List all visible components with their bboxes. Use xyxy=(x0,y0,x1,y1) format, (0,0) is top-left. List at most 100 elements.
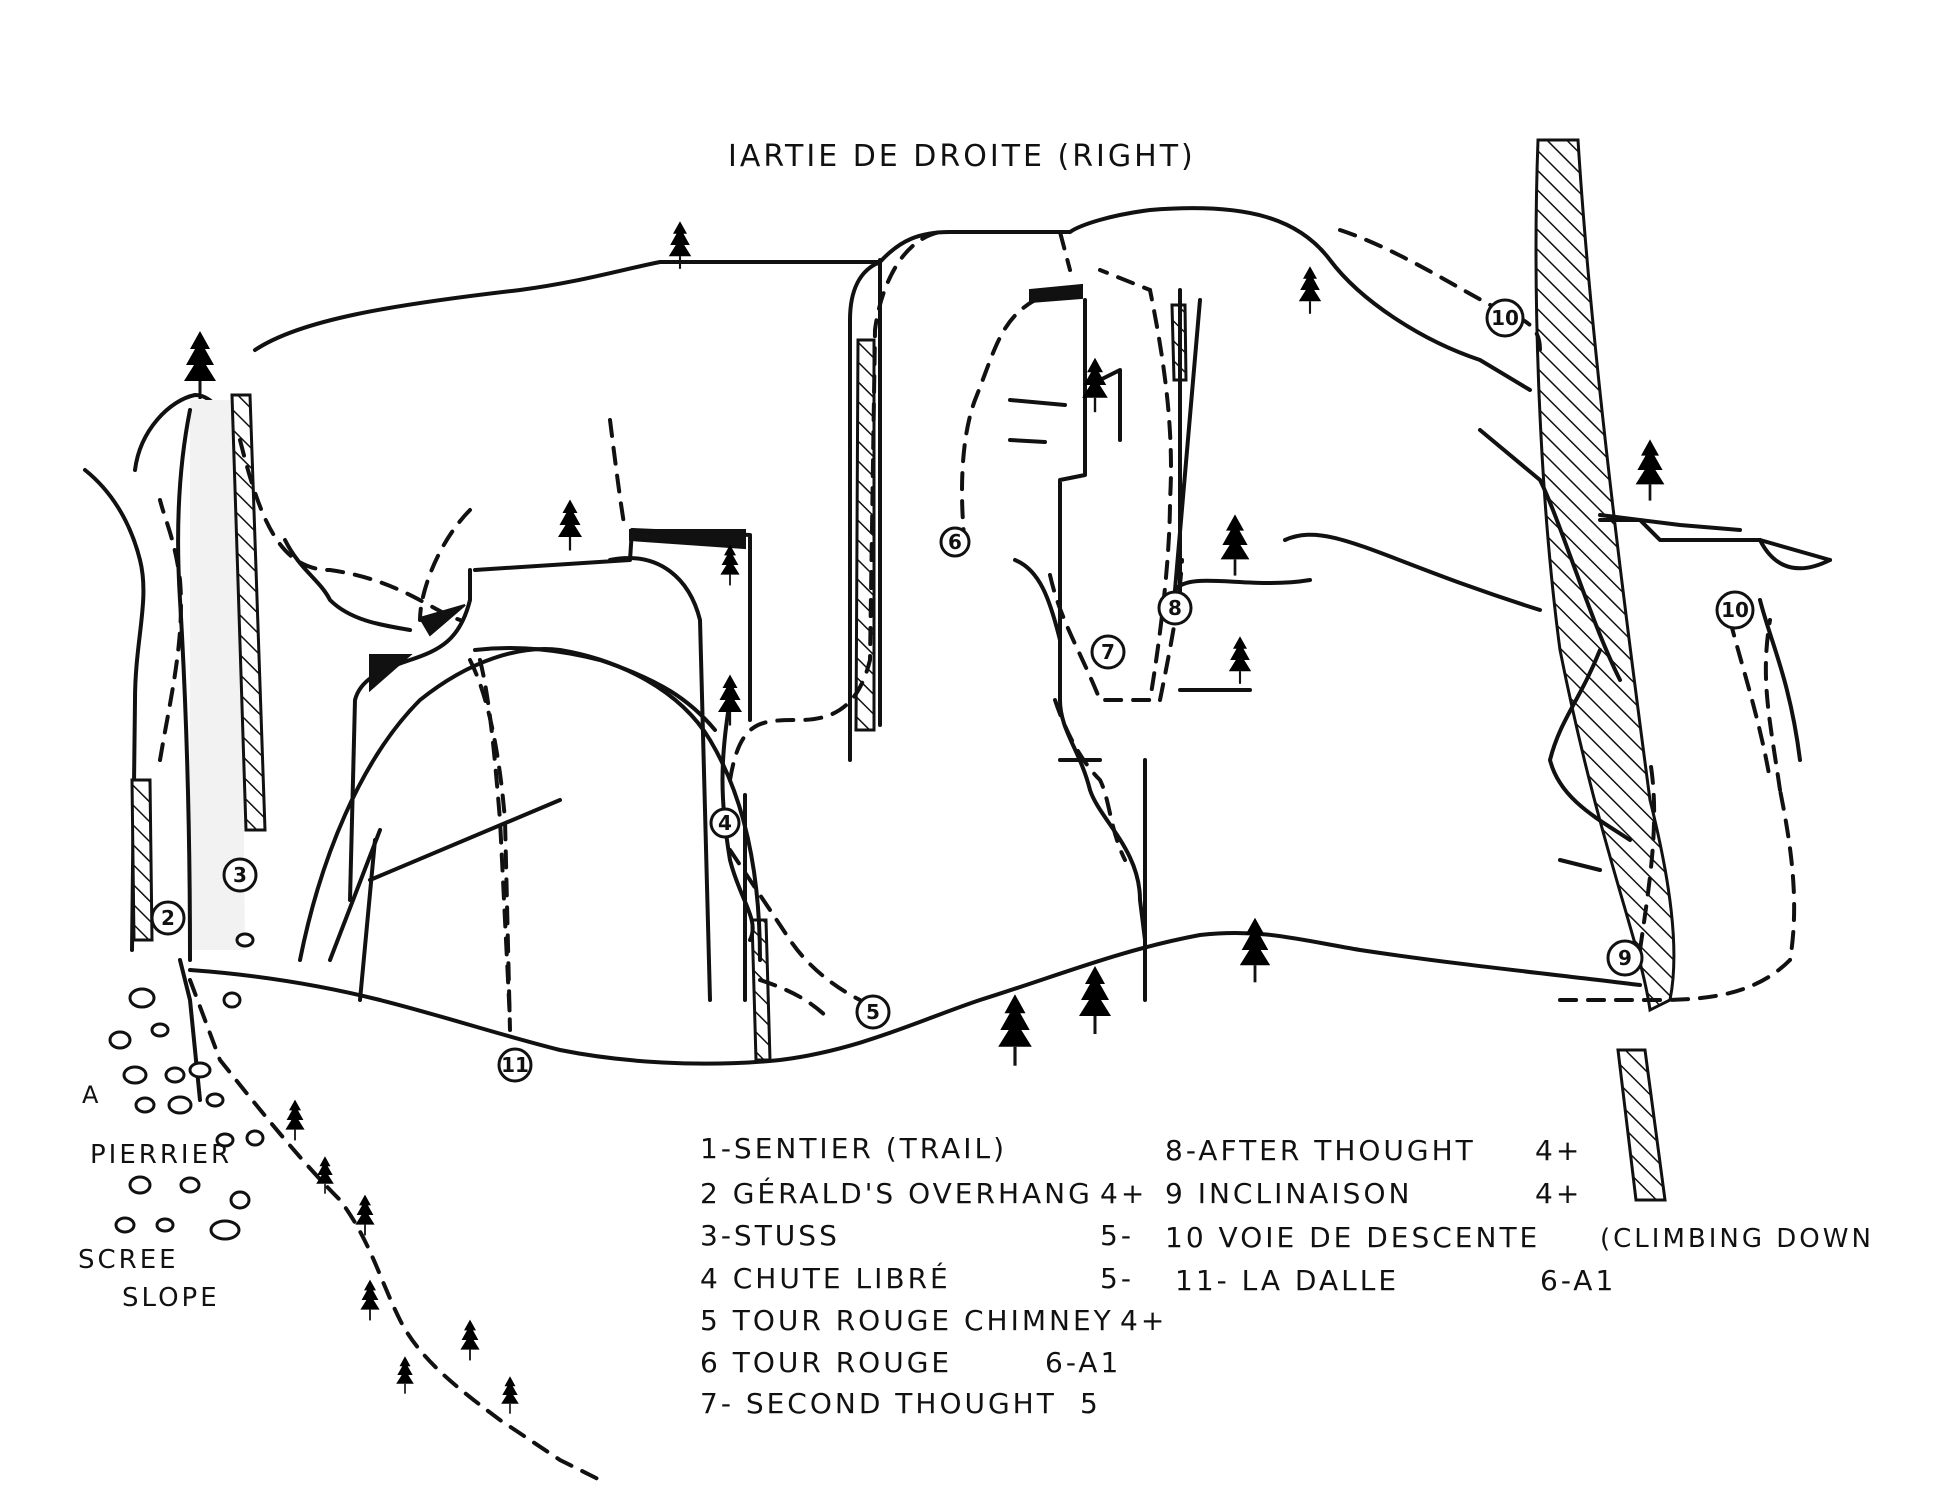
legend-item-name: 5 TOUR ROUGE CHIMNEY xyxy=(700,1304,1114,1337)
svg-text:5: 5 xyxy=(866,1000,880,1024)
route-5-lower xyxy=(758,978,832,1022)
legend-item-name: 7- SECOND THOUGHT xyxy=(700,1387,1057,1420)
route-marker: 10 xyxy=(1715,590,1755,630)
boulder-icon xyxy=(229,1190,251,1210)
route-5 xyxy=(728,230,1072,1002)
tree-icon xyxy=(395,1355,415,1395)
boulder-icon xyxy=(155,1217,175,1233)
svg-text:11: 11 xyxy=(501,1053,529,1077)
boulder-icon xyxy=(108,1030,132,1050)
legend-item-name: 1-SENTIER (TRAIL) xyxy=(700,1132,1007,1165)
diagram-title: IARTIE DE DROITE (RIGHT) xyxy=(728,139,1196,174)
route-4 xyxy=(418,418,627,1022)
boulder-icon xyxy=(179,1176,201,1194)
route-2 xyxy=(158,498,183,762)
tree-icon xyxy=(1219,513,1251,577)
legend-item-grade: 6-A1 xyxy=(1540,1264,1616,1297)
boulder-icon xyxy=(245,1129,265,1147)
chimney-left-low xyxy=(130,778,154,942)
boulder-icon xyxy=(128,1175,152,1195)
legend-item-name: 2 GÉRALD'S OVERHANG xyxy=(700,1176,1093,1210)
route-1-trail xyxy=(188,978,602,1482)
chimney-right xyxy=(1534,138,1676,1013)
rock-lines xyxy=(283,258,1832,1002)
route-marker: 4 xyxy=(709,807,741,839)
route-marker: 2 xyxy=(150,900,186,936)
cliff-right-section xyxy=(1598,513,1832,762)
route-marker: 5 xyxy=(855,994,891,1030)
route-marker: 10 xyxy=(1485,298,1525,338)
route-3 xyxy=(238,438,462,622)
route-8 xyxy=(1158,558,1184,702)
legend-item-grade: 4+ xyxy=(1100,1177,1147,1210)
legend-item-grade: 5 xyxy=(1080,1387,1101,1420)
legend-item-name: 8-AFTER THOUGHT xyxy=(1165,1134,1476,1167)
legend-item-grade: (CLIMBING DOWN xyxy=(1600,1224,1874,1254)
route-11 xyxy=(468,658,512,1032)
route-marker: 3 xyxy=(222,857,258,893)
svg-text:10: 10 xyxy=(1721,598,1749,622)
tree-icon xyxy=(719,543,741,587)
svg-text:3: 3 xyxy=(233,863,247,887)
boulder-icon xyxy=(134,1096,156,1114)
route-marker: 11 xyxy=(497,1047,533,1083)
tree-icon xyxy=(359,1278,381,1322)
tree-icon xyxy=(1297,265,1323,315)
boulder-icon xyxy=(114,1216,136,1234)
boulder-icon xyxy=(215,1132,235,1148)
svg-text:9: 9 xyxy=(1618,946,1632,970)
tree-icon xyxy=(716,673,744,727)
legend-item-grade: 4+ xyxy=(1120,1304,1167,1337)
boulder-icon xyxy=(222,991,242,1009)
boulder-icon xyxy=(235,932,255,948)
legend-item-name: 4 CHUTE LIBRÉ xyxy=(700,1261,951,1295)
legend-item-grade: 6-A1 xyxy=(1045,1346,1121,1379)
boulder-icon xyxy=(209,1219,241,1241)
route-10-right xyxy=(1728,618,1772,782)
left-pillar-outline xyxy=(176,408,192,962)
legend-right-column: 8-AFTER THOUGHT 4+ 9 INCLINAISON 4+ 10 V… xyxy=(1165,1134,1874,1297)
boulder-icon xyxy=(188,1061,212,1079)
tree-icon xyxy=(354,1193,376,1237)
svg-text:8: 8 xyxy=(1168,596,1182,620)
route-marker: 9 xyxy=(1606,939,1644,977)
tree-icon xyxy=(459,1318,481,1362)
legend-item-name: 3-STUSS xyxy=(700,1219,840,1252)
chimney-right-low xyxy=(1616,1048,1667,1202)
svg-text:2: 2 xyxy=(161,906,175,930)
legend-item-grade: 4+ xyxy=(1535,1134,1582,1167)
boulder-icon xyxy=(128,987,156,1009)
legend-item-grade: 5- xyxy=(1100,1262,1134,1295)
tree-icon xyxy=(1634,438,1666,502)
svg-text:10: 10 xyxy=(1491,306,1519,330)
boulder-icon xyxy=(167,1095,193,1115)
boulder-icon xyxy=(164,1066,186,1084)
boulder-icon xyxy=(205,1092,225,1108)
cliff-top-edge xyxy=(253,206,1532,392)
svg-text:7: 7 xyxy=(1101,640,1115,664)
tree-icon xyxy=(556,498,584,552)
chimney-left xyxy=(230,393,267,832)
tree-icon xyxy=(1227,635,1253,685)
legend-item-grade: 4+ xyxy=(1535,1177,1582,1210)
legend-item-grade: 5- xyxy=(1100,1219,1134,1252)
label-slope: SLOPE xyxy=(122,1283,220,1313)
boulder-icon xyxy=(122,1065,148,1085)
legend-left-column: 1-SENTIER (TRAIL) 2 GÉRALD'S OVERHANG 4+… xyxy=(700,1132,1167,1420)
legend: 1-SENTIER (TRAIL) 2 GÉRALD'S OVERHANG 4+… xyxy=(700,1132,1874,1420)
route-mid xyxy=(1053,698,1127,862)
route-6 xyxy=(960,298,1037,547)
tree-icon xyxy=(182,329,218,401)
label-scree: SCREE xyxy=(78,1245,179,1275)
tree-icon xyxy=(1238,916,1272,984)
svg-text:6: 6 xyxy=(948,530,962,554)
slab-diagonal xyxy=(328,798,562,962)
hatched-corner-icon xyxy=(1029,283,1083,304)
ground-line xyxy=(188,930,1642,1066)
tree-icon xyxy=(284,1098,306,1142)
tree-icon xyxy=(315,1155,335,1195)
slab-arch xyxy=(298,647,762,962)
tree-icon xyxy=(1077,964,1113,1036)
scree-boulders xyxy=(108,932,265,1241)
